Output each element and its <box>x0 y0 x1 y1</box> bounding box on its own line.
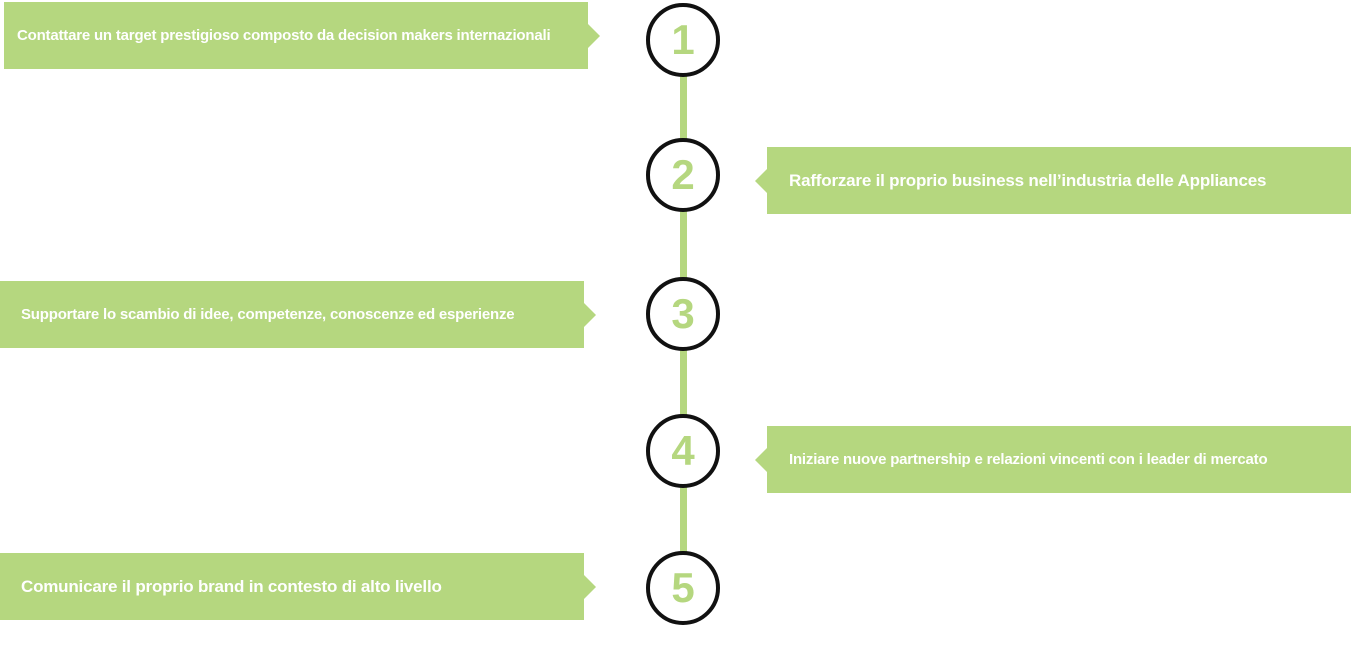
step-4-circle: 4 <box>646 414 720 488</box>
step-3-number: 3 <box>671 290 695 337</box>
step-5-callout: Comunicare il proprio brand in contesto … <box>0 553 584 620</box>
step-3-text: Supportare lo scambio di idee, competenz… <box>21 306 515 323</box>
step-3-circle: 3 <box>646 277 720 351</box>
step-1-callout: Contattare un target prestigioso compost… <box>4 2 588 69</box>
step-2-callout: Rafforzare il proprio business nell’indu… <box>767 147 1351 214</box>
step-5-text: Comunicare il proprio brand in contesto … <box>21 576 442 596</box>
step-4-text: Iniziare nuove partnership e relazioni v… <box>789 451 1268 468</box>
step-1-number: 1 <box>671 16 695 63</box>
step-2-text: Rafforzare il proprio business nell’indu… <box>789 170 1267 190</box>
step-5-number: 5 <box>671 564 695 611</box>
step-4-callout: Iniziare nuove partnership e relazioni v… <box>767 426 1351 493</box>
step-2-circle: 2 <box>646 138 720 212</box>
step-3-callout: Supportare lo scambio di idee, competenz… <box>0 281 584 348</box>
step-1-text: Contattare un target prestigioso compost… <box>17 27 551 44</box>
step-5-circle: 5 <box>646 551 720 625</box>
step-4-number: 4 <box>671 427 695 474</box>
step-2-number: 2 <box>671 151 695 198</box>
step-1-circle: 1 <box>646 3 720 77</box>
